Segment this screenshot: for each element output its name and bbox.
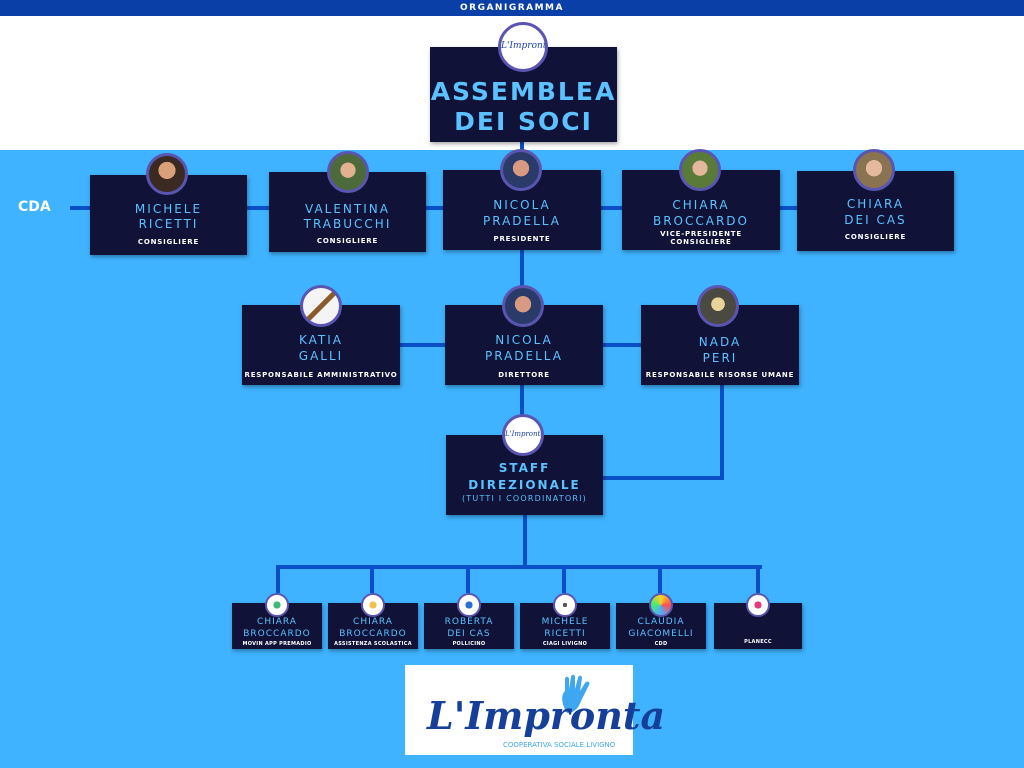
board-member-card: NICOLA PRADELLA PRESIDENTE bbox=[443, 170, 601, 250]
service-label: ASSISTENZA SCOLASTICA bbox=[334, 641, 412, 647]
service-coordinator-name: DEI CAS bbox=[447, 629, 491, 639]
avatar bbox=[327, 151, 369, 193]
impronta-logo: L'Impronta COOPERATIVA SOCIALE LIVIGNO bbox=[405, 665, 665, 755]
member-name: TRABUCCHI bbox=[303, 217, 392, 231]
hand-icon bbox=[562, 674, 590, 713]
member-name: PERI bbox=[702, 351, 738, 365]
member-name: GALLI bbox=[298, 349, 344, 363]
member-name: PRADELLA bbox=[485, 349, 563, 363]
member-name: DEI CAS bbox=[844, 213, 907, 227]
service-label: MOVIN APP PREMADIO bbox=[242, 641, 312, 647]
pen-icon bbox=[300, 285, 342, 327]
member-role: RESPONSABILE RISORSE UMANE bbox=[645, 371, 795, 379]
service-logo-icon bbox=[649, 593, 673, 617]
logo-tagline: COOPERATIVA SOCIALE LIVIGNO bbox=[503, 741, 616, 749]
connector bbox=[603, 476, 724, 480]
connector bbox=[520, 248, 524, 308]
lightbulb-icon bbox=[697, 285, 739, 327]
connector bbox=[370, 565, 374, 593]
connector bbox=[523, 515, 527, 567]
member-name: MICHELE bbox=[134, 202, 203, 216]
connector bbox=[603, 343, 643, 347]
logo-brand: L'Impronta bbox=[427, 693, 666, 738]
connector bbox=[276, 565, 762, 569]
page-title: ORGANIGRAMMA bbox=[0, 0, 1024, 16]
member-role: RESPONSABILE AMMINISTRATIVO bbox=[244, 371, 398, 379]
service-coordinator-name: CLAUDIA bbox=[637, 617, 685, 627]
service-coordinator-name: MICHELE bbox=[541, 617, 589, 627]
service-label: CIAGI LIVIGNO bbox=[542, 641, 588, 647]
avatar bbox=[679, 149, 721, 191]
staff-subtitle: (TUTTI I COORDINATORI) bbox=[461, 494, 588, 503]
logo-text: L'Impronta bbox=[505, 430, 544, 438]
member-name: PRADELLA bbox=[483, 214, 561, 228]
member-name: VALENTINA bbox=[305, 202, 390, 216]
service-coordinator-name: CHIARA bbox=[353, 617, 393, 627]
staff-title-line1: STAFF bbox=[498, 461, 551, 475]
connector bbox=[756, 565, 760, 593]
service-coordinator-name: BROCCARDO bbox=[339, 629, 407, 639]
service-label: PLANECC bbox=[744, 639, 772, 645]
connector bbox=[520, 385, 524, 420]
cda-label: CDA bbox=[18, 199, 51, 215]
assemblea-title-line2: DEI SOCI bbox=[454, 107, 593, 136]
member-role: CONSIGLIERE bbox=[670, 238, 732, 246]
member-role: PRESIDENTE bbox=[493, 235, 551, 243]
member-role: VICE-PRESIDENTE bbox=[660, 230, 742, 238]
service-coordinator-name: BROCCARDO bbox=[243, 629, 311, 639]
member-role: CONSIGLIERE bbox=[316, 237, 379, 245]
board-member-card: CHIARA DEI CAS CONSIGLIERE bbox=[797, 171, 954, 251]
member-role: CONSIGLIERE bbox=[844, 233, 907, 241]
connector bbox=[562, 565, 566, 593]
member-name: KATIA bbox=[298, 333, 343, 347]
avatar bbox=[500, 149, 542, 191]
impronta-logo-badge: L'Impronta bbox=[502, 414, 544, 456]
assemblea-title-line1: ASSEMBLEA bbox=[430, 77, 617, 106]
service-logo-icon bbox=[265, 593, 289, 617]
logo-text: L'Impronta bbox=[501, 41, 548, 51]
connector bbox=[658, 565, 662, 593]
service-logo-icon bbox=[553, 593, 577, 617]
member-name: CHIARA bbox=[846, 197, 905, 211]
member-role: DIRETTORE bbox=[498, 371, 550, 379]
member-name: NICOLA bbox=[495, 333, 553, 347]
connector bbox=[400, 343, 445, 347]
member-name: NADA bbox=[698, 335, 742, 349]
service-logo-icon bbox=[361, 593, 385, 617]
service-coordinator-name: GIACOMELLI bbox=[628, 629, 694, 639]
avatar bbox=[502, 285, 544, 327]
service-label: CDD bbox=[654, 641, 668, 647]
service-logo-icon bbox=[457, 593, 481, 617]
service-label: POLLICINO bbox=[452, 641, 486, 647]
service-coordinator-name: CHIARA bbox=[257, 617, 297, 627]
member-name: CHIARA bbox=[672, 198, 730, 212]
connector bbox=[466, 565, 470, 593]
service-card: CHIARA BROCCARDO ASSISTENZA SCOLASTICA bbox=[328, 603, 418, 649]
service-coordinator-name: RICETTI bbox=[544, 629, 586, 639]
member-name: BROCCARDO bbox=[652, 214, 749, 228]
member-name: RICETTI bbox=[138, 217, 199, 231]
staff-title-line2: DIREZIONALE bbox=[468, 478, 581, 492]
service-coordinator-name: ROBERTA bbox=[444, 617, 494, 627]
connector bbox=[276, 565, 280, 593]
member-role: CONSIGLIERE bbox=[137, 238, 200, 246]
avatar bbox=[853, 149, 895, 191]
member-name: NICOLA bbox=[493, 198, 551, 212]
impronta-logo-badge: L'Impronta bbox=[498, 22, 548, 72]
service-logo-icon bbox=[746, 593, 770, 617]
connector bbox=[720, 385, 724, 479]
avatar bbox=[146, 153, 188, 195]
